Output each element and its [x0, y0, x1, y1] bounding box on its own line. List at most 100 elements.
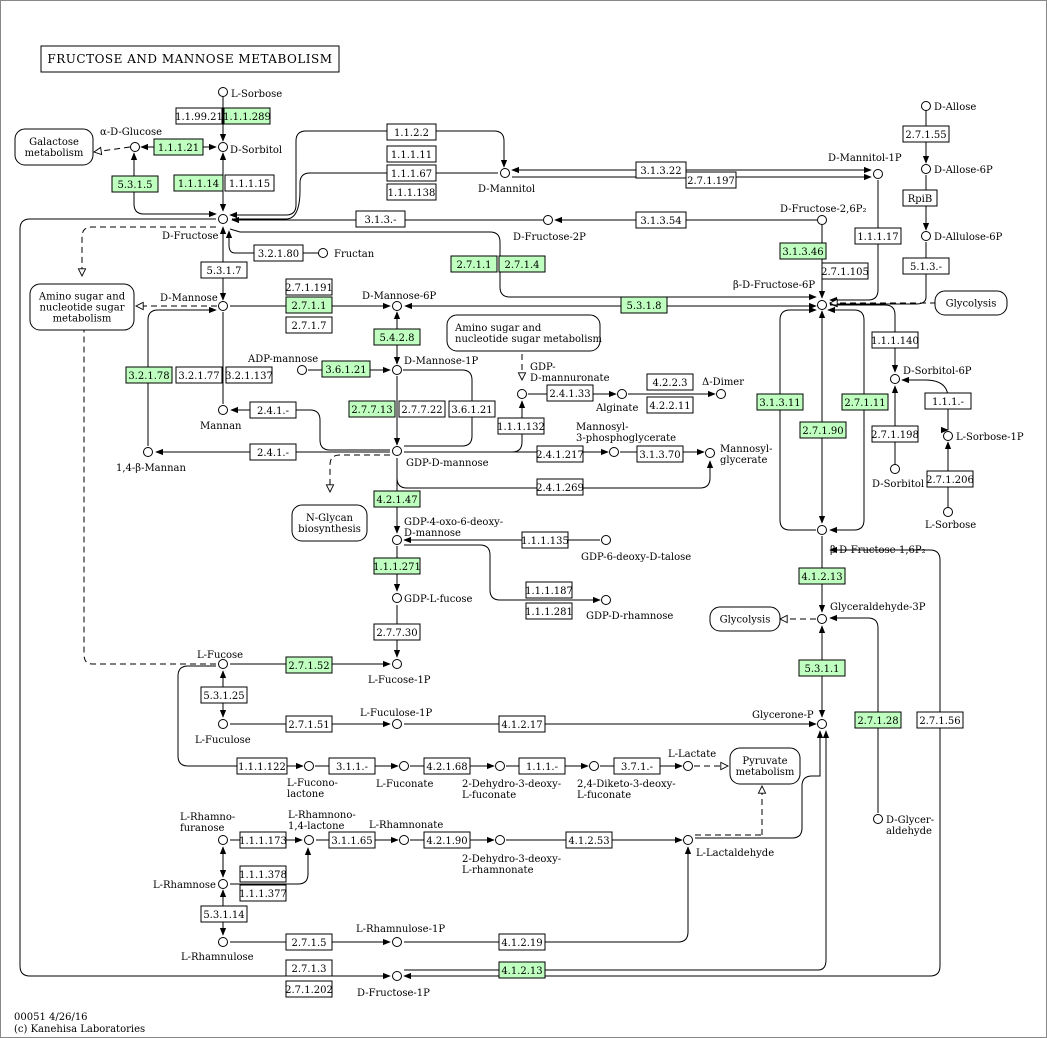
enzyme-box-2-4-1-33[interactable]: 2.4.1.33: [546, 384, 594, 402]
enzyme-box-3-1-3-22[interactable]: 3.1.3.22: [635, 161, 687, 179]
compound-node[interactable]: [392, 301, 402, 311]
compound-alpha-d-glucose[interactable]: α-D-Glucose: [100, 127, 162, 152]
compound-l-fuconate[interactable]: L-Fuconate: [376, 761, 433, 791]
compound-node[interactable]: [218, 142, 228, 152]
enzyme-box-2-4-1--[interactable]: 2.4.1.-: [249, 443, 297, 461]
enzyme-box-1-1-1-67[interactable]: 1.1.1.67: [386, 164, 437, 182]
compound-node[interactable]: [392, 719, 402, 729]
compound-mannosyl-glycerate-1[interactable]: Mannosyl-glycerate: [705, 444, 773, 466]
enzyme-box-2-4-1--[interactable]: 2.4.1.-: [249, 401, 297, 419]
compound-glyceraldehyde-3p[interactable]: Glyceraldehyde-3P: [817, 602, 926, 624]
compound-l-rhamnose[interactable]: L-Rhamnose: [153, 879, 228, 892]
enzyme-box-1-1-1-135[interactable]: 1.1.1.135: [521, 531, 569, 549]
compound-node[interactable]: [873, 169, 883, 179]
compound-node[interactable]: [130, 142, 140, 152]
enzyme-box-1-1-1-122[interactable]: 1.1.1.122: [236, 757, 288, 775]
compound-node[interactable]: [817, 525, 827, 535]
compound-l-rhamnofuranose-1[interactable]: L-Rhamno-furanose: [180, 812, 235, 845]
compound-l-lactate[interactable]: L-Lactate: [668, 749, 716, 771]
enzyme-box-1-1-1-17[interactable]: 1.1.1.17: [854, 227, 902, 245]
enzyme-box-2-7-1-202[interactable]: 2.7.1.202: [285, 980, 333, 998]
enzyme-box-2-7-1-198[interactable]: 2.7.1.198: [871, 425, 919, 443]
enzyme-box-3-1-1-65[interactable]: 3.1.1.65: [328, 831, 376, 849]
enzyme-box-2-7-7-13[interactable]: 2.7.7.13: [348, 400, 396, 418]
enzyme-box-2-7-1-55[interactable]: 2.7.1.55: [902, 125, 950, 143]
enzyme-box-3-1-3-46[interactable]: 3.1.3.46: [779, 242, 827, 260]
enzyme-box-4-2-1-90[interactable]: 4.2.1.90: [423, 831, 471, 849]
enzyme-box-2-7-1-7[interactable]: 2.7.1.7: [285, 316, 333, 334]
compound-node[interactable]: [218, 835, 228, 845]
enzyme-box-3-7-1--[interactable]: 3.7.1.-: [613, 757, 661, 775]
compound-gdp-d-rhamnose[interactable]: GDP-D-rhamnose: [586, 595, 673, 623]
compound-node[interactable]: [921, 101, 931, 111]
enzyme-box-5-4-2-8[interactable]: 5.4.2.8: [373, 328, 421, 346]
compound-node[interactable]: [817, 215, 827, 225]
compound-node[interactable]: [601, 595, 611, 605]
compound-node[interactable]: [392, 659, 402, 669]
enzyme-box-2-7-1-51[interactable]: 2.7.1.51: [285, 715, 333, 733]
compound-node[interactable]: [683, 835, 693, 845]
compound-l-fuculose[interactable]: L-Fuculose: [195, 719, 251, 747]
enzyme-box-1-1-1-377[interactable]: 1.1.1.377: [239, 884, 287, 902]
enzyme-box-4-2-2-11[interactable]: 4.2.2.11: [646, 396, 694, 414]
enzyme-box-1-1-1-15[interactable]: 1.1.1.15: [224, 174, 275, 192]
compound-d-sorbitol[interactable]: D-Sorbitol: [218, 142, 283, 157]
compound-node[interactable]: [601, 535, 611, 545]
compound-node[interactable]: [218, 659, 228, 669]
enzyme-box-1-1-1--[interactable]: 1.1.1.-: [924, 392, 972, 410]
compound-node[interactable]: [943, 507, 953, 517]
enzyme-box-1-1-1-187[interactable]: 1.1.1.187: [525, 581, 573, 599]
compound-fructan[interactable]: Fructan: [318, 248, 375, 261]
compound-node[interactable]: [297, 365, 307, 375]
compound-l-rhamnulose[interactable]: L-Rhamnulose: [181, 937, 254, 964]
compound-node[interactable]: [399, 835, 409, 845]
enzyme-box-2-7-1-191[interactable]: 2.7.1.191: [285, 278, 333, 296]
enzyme-box-2-7-1-3[interactable]: 2.7.1.3: [285, 959, 333, 977]
compound-d-mannose[interactable]: D-Mannose: [160, 293, 228, 311]
compound-beta-mannan[interactable]: 1,4-β-Mannan: [116, 447, 186, 475]
enzyme-box-2-7-1-206[interactable]: 2.7.1.206: [926, 470, 974, 488]
compound-l-lactaldehyde[interactable]: L-Lactaldehyde: [683, 835, 775, 860]
compound-l-rhamnulose-1p[interactable]: L-Rhamnulose-1P: [356, 924, 445, 947]
enzyme-box-5-3-1-8[interactable]: 5.3.1.8: [620, 296, 668, 314]
enzyme-box-1-1-1-14[interactable]: 1.1.1.14: [173, 174, 224, 192]
enzyme-box-3-1-3-70[interactable]: 3.1.3.70: [636, 445, 684, 463]
compound-l-fucose-1p[interactable]: L-Fucose-1P: [368, 659, 431, 687]
enzyme-box-1-1-1-132[interactable]: 1.1.1.132: [497, 417, 545, 435]
compound-d-fructose-26p2[interactable]: D-Fructose-2,6P₂: [780, 204, 866, 225]
enzyme-box-3-1-3-11[interactable]: 3.1.3.11: [756, 393, 804, 411]
glycolysis-right-link[interactable]: Glycolysis: [934, 290, 1008, 316]
compound-node[interactable]: [392, 971, 402, 981]
compound-gdp-l-fucose[interactable]: GDP-L-fucose: [392, 593, 473, 606]
compound-node[interactable]: [943, 431, 953, 441]
compound-diketo-fuconate-1[interactable]: 2,4-Diketo-3-deoxy-L-fuconate: [577, 761, 676, 802]
enzyme-box-1-1-1-289[interactable]: 1.1.1.289: [223, 107, 271, 125]
compound-node[interactable]: [817, 300, 827, 310]
enzyme-box-1-1-1-138[interactable]: 1.1.1.138: [386, 183, 437, 201]
glycolysis-mid-link[interactable]: Glycolysis: [709, 606, 781, 632]
compound-node[interactable]: [589, 761, 599, 771]
enzyme-box-2-7-1-28[interactable]: 2.7.1.28: [854, 711, 902, 729]
enzyme-box-5-3-1-5[interactable]: 5.3.1.5: [111, 175, 159, 193]
compound-node[interactable]: [609, 447, 619, 457]
compound-node[interactable]: [543, 215, 553, 225]
compound-d-mannose-6p[interactable]: D-Mannose-6P: [362, 291, 436, 311]
enzyme-box-1-1-1-271[interactable]: 1.1.1.271: [373, 557, 421, 575]
compound-node[interactable]: [304, 761, 314, 771]
enzyme-box-4-1-2-19[interactable]: 4.1.2.19: [498, 933, 546, 951]
enzyme-box-2-7-1-1[interactable]: 2.7.1.1: [285, 296, 333, 314]
enzyme-box-3-1-1--[interactable]: 3.1.1.-: [328, 757, 376, 775]
compound-l-sorbose-1p[interactable]: L-Sorbose-1P: [943, 431, 1024, 444]
enzyme-box-2-7-1-11[interactable]: 2.7.1.11: [841, 393, 889, 411]
compound-d-glyceraldehyde-1[interactable]: D-Glycer-aldehyde: [873, 814, 935, 838]
enzyme-box-2-7-1-52[interactable]: 2.7.1.52: [285, 656, 333, 674]
enzyme-box-4-1-2-17[interactable]: 4.1.2.17: [498, 715, 546, 733]
enzyme-box-1-1-1--[interactable]: 1.1.1.-: [518, 757, 566, 775]
compound-l-fuculose-1p[interactable]: L-Fuculose-1P: [360, 708, 432, 729]
enzyme-box-2-7-1-1[interactable]: 2.7.1.1: [450, 255, 498, 273]
compound-node[interactable]: [304, 835, 314, 845]
enzyme-box-3-6-1-21[interactable]: 3.6.1.21: [448, 400, 496, 418]
enzyme-box-RpiB[interactable]: RpiB: [902, 189, 938, 207]
compound-node[interactable]: [705, 448, 715, 458]
compound-node[interactable]: [218, 214, 228, 224]
